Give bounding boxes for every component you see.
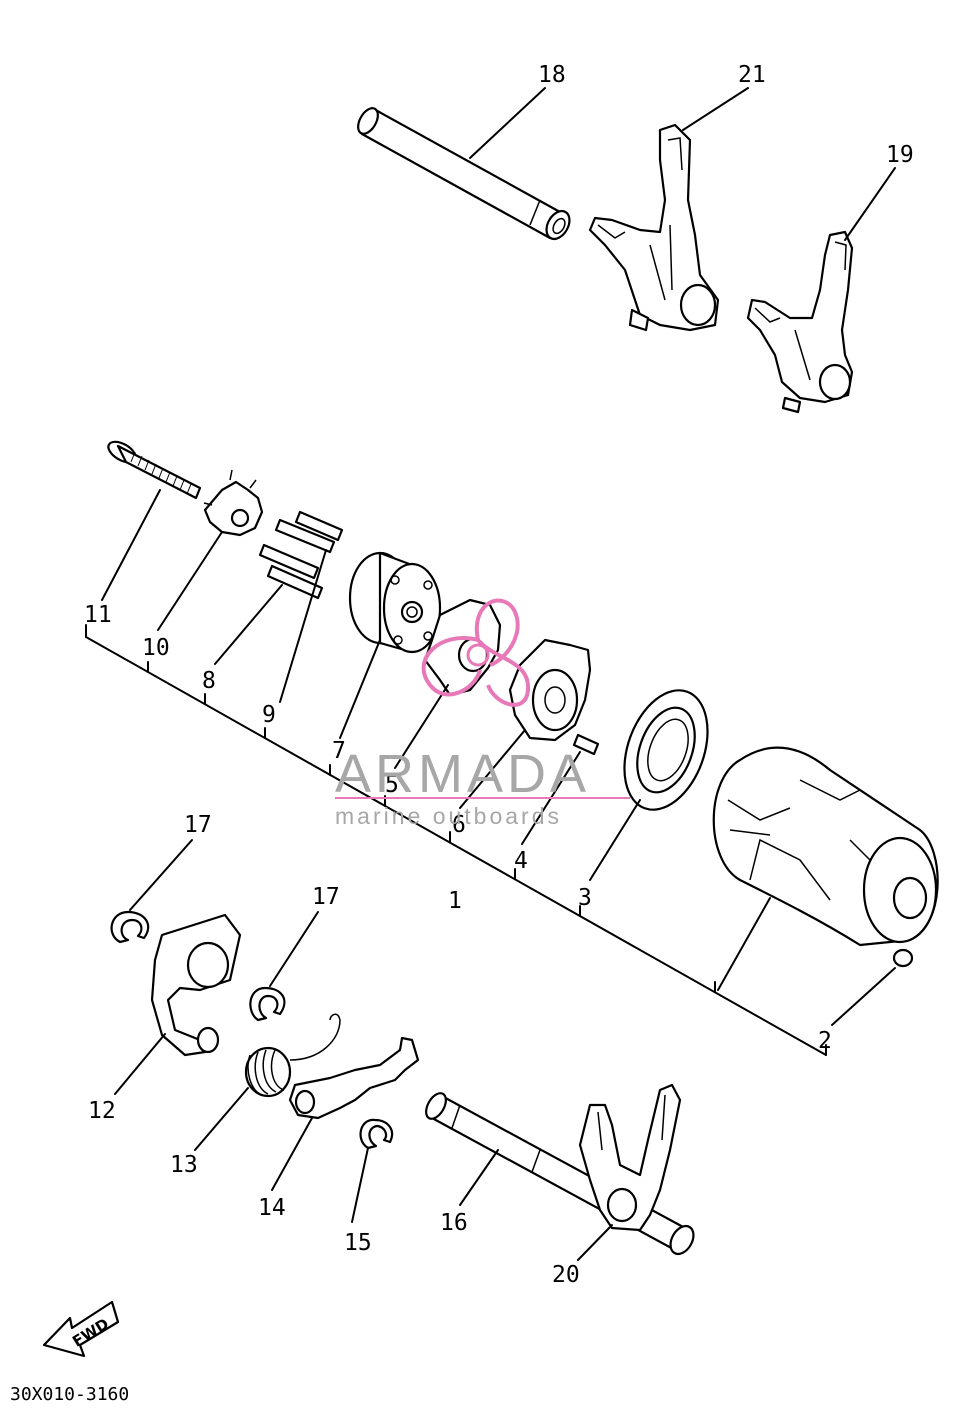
- watermark-logo-icon: [421, 598, 531, 707]
- label-11: 11: [84, 602, 112, 628]
- part-19-shift-fork: [746, 230, 854, 414]
- label-17-right: 17: [312, 884, 340, 910]
- label-2: 2: [818, 1028, 832, 1054]
- part-18-shift-fork-shaft: [357, 106, 571, 241]
- label-16: 16: [440, 1210, 468, 1236]
- drawing-code: 30X010-3160: [10, 1384, 129, 1405]
- label-21: 21: [738, 62, 766, 88]
- label-7: 7: [332, 738, 346, 764]
- part-12-shift-lever: [150, 913, 242, 1057]
- part-20-shift-fork: [578, 1083, 682, 1232]
- watermark: ARMADA marine outboards: [335, 598, 630, 829]
- label-15: 15: [344, 1230, 372, 1256]
- label-19: 19: [886, 142, 914, 168]
- part-9-pins: [274, 510, 344, 554]
- part-17-circlip-second: [249, 986, 286, 1022]
- label-9: 9: [262, 702, 276, 728]
- label-20: 20: [552, 1262, 580, 1288]
- part-11-screw: [107, 440, 202, 500]
- part-10-segment: [203, 469, 264, 537]
- label-4: 4: [514, 848, 528, 874]
- part-15-circlip: [359, 1118, 394, 1150]
- leader-lines: [101, 87, 896, 1261]
- part-7-pin-holder: [348, 551, 442, 654]
- label-5: 5: [385, 772, 399, 798]
- label-12: 12: [88, 1098, 116, 1124]
- part-3-bearing: [623, 689, 709, 811]
- label-10: 10: [142, 635, 170, 661]
- part-21-shift-fork: [588, 123, 720, 332]
- part-13-torsion-spring: [244, 1013, 341, 1098]
- part-8-pins: [258, 543, 324, 600]
- part-17-circlip: [110, 910, 150, 944]
- label-13: 13: [170, 1152, 198, 1178]
- label-18: 18: [538, 62, 566, 88]
- watermark-tagline: marine outboards: [335, 803, 562, 829]
- part-4-dowel-pin: [572, 733, 600, 756]
- label-3: 3: [578, 885, 592, 911]
- assembly-bracket: [85, 624, 827, 1056]
- label-1: 1: [448, 888, 462, 914]
- fwd-arrow-icon: FWD: [42, 1300, 120, 1358]
- part-1-shift-drum: [712, 746, 939, 947]
- label-17-left: 17: [184, 812, 212, 838]
- part-14-shift-arm: [288, 1036, 420, 1120]
- label-8: 8: [202, 668, 216, 694]
- label-6: 6: [452, 812, 466, 838]
- part-labels: 18 21 19 11 10 8 9 7 5 6 4 1 3 2 17 17 1…: [84, 62, 914, 1288]
- part-2-pin: [892, 948, 914, 968]
- label-14: 14: [258, 1195, 286, 1221]
- part-6-shift-cam: [508, 638, 592, 742]
- watermark-brand: ARMADA: [335, 744, 590, 804]
